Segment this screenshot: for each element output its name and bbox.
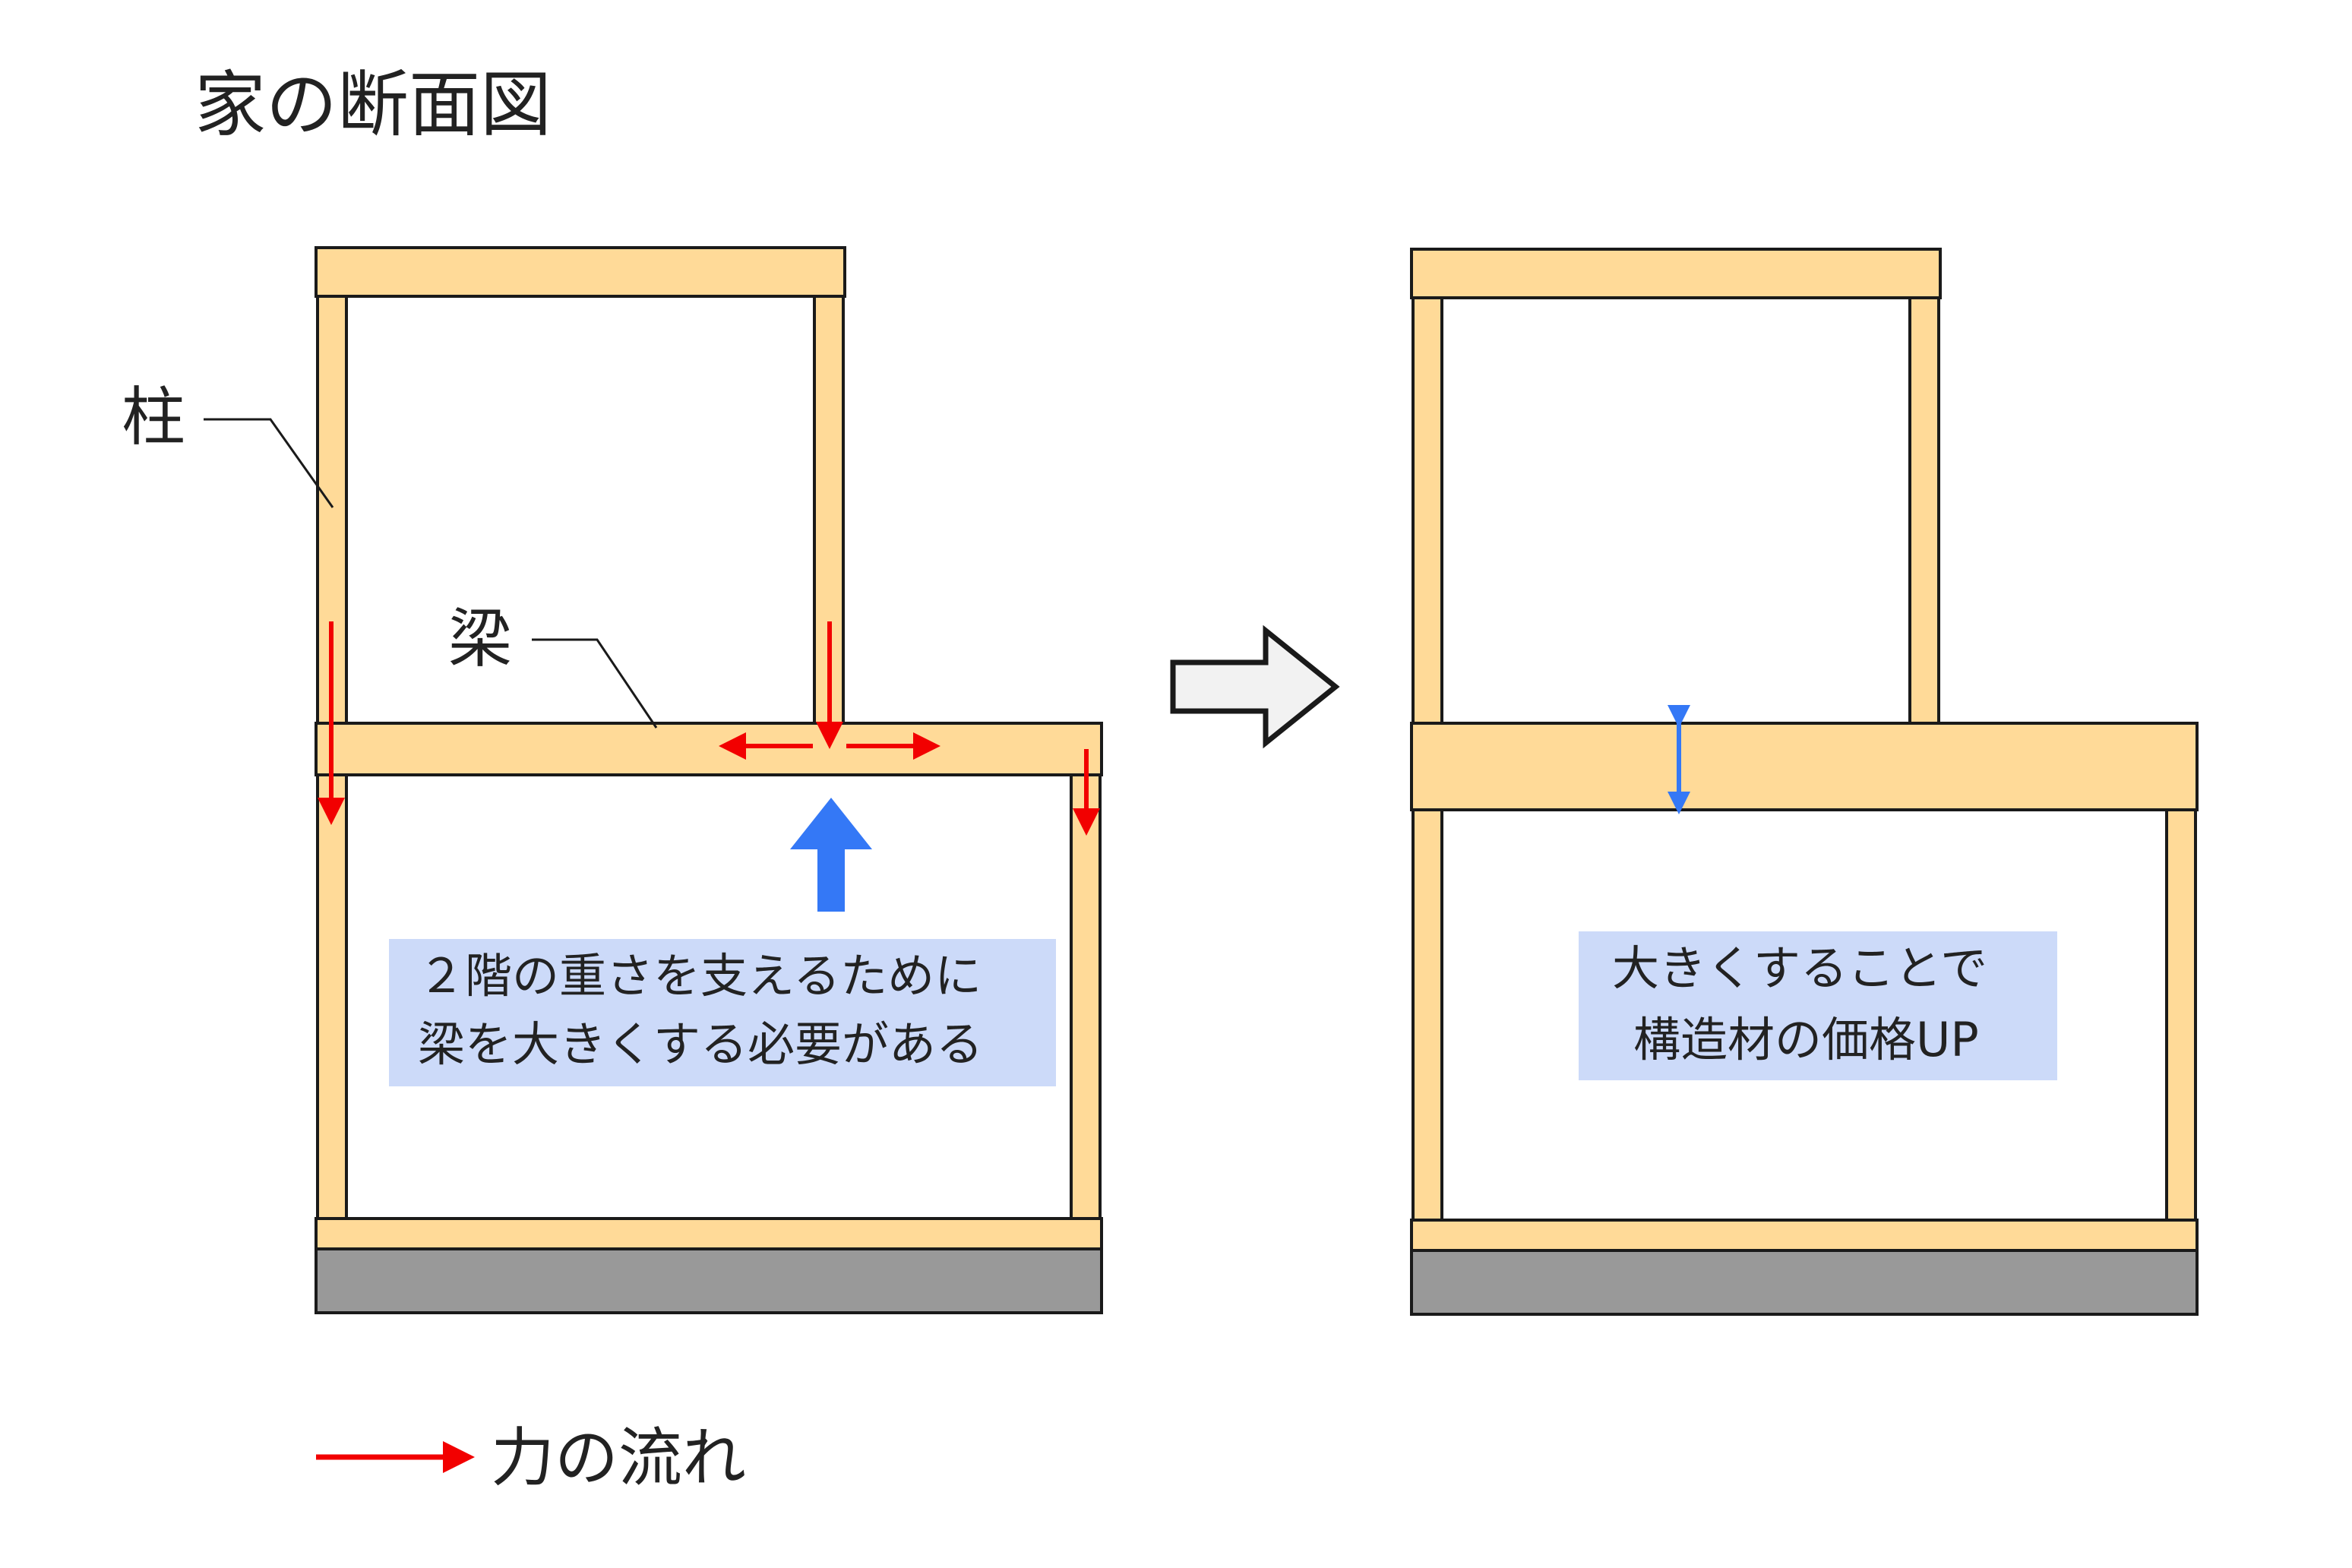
left-roof-beam xyxy=(315,246,846,298)
right-1f-column-right xyxy=(2165,808,2197,1222)
right-2f-column-right xyxy=(1908,296,1940,725)
transition-arrow-icon xyxy=(1170,624,1340,749)
beam-leader-line xyxy=(532,638,658,729)
right-note-line1: 大きくすることで xyxy=(1612,940,1987,996)
right-note-box xyxy=(1579,931,2057,1080)
column-leader-line xyxy=(204,418,334,508)
left-house xyxy=(315,246,1103,1314)
right-floor-beam-enlarged xyxy=(1410,722,2199,811)
page-title: 家の断面図 xyxy=(194,64,552,147)
beam-label: 梁 xyxy=(448,602,512,676)
column-label: 柱 xyxy=(122,380,185,454)
right-foundation xyxy=(1410,1249,2199,1316)
left-floor-beam xyxy=(315,722,1103,776)
left-note-line2: 梁を大きくする必要がある xyxy=(418,1016,983,1072)
force-arrows xyxy=(318,621,1100,836)
left-sill xyxy=(315,1217,1103,1250)
support-arrow xyxy=(790,798,872,912)
right-house xyxy=(1410,248,2199,1316)
right-note-line2: 構造材の価格UP xyxy=(1633,1012,1979,1067)
left-foundation xyxy=(315,1247,1103,1314)
left-note-line1: ２階の重さを支えるために xyxy=(418,948,982,1004)
left-1f-column-right xyxy=(1070,773,1102,1220)
left-1f-column-left xyxy=(316,773,348,1220)
right-roof-beam xyxy=(1410,248,1942,299)
right-2f-column-left xyxy=(1412,296,1443,725)
right-sill xyxy=(1410,1219,2199,1252)
right-1f-column-left xyxy=(1412,808,1443,1222)
legend-label: 力の流れ xyxy=(491,1421,746,1495)
left-note-box xyxy=(389,939,1056,1086)
